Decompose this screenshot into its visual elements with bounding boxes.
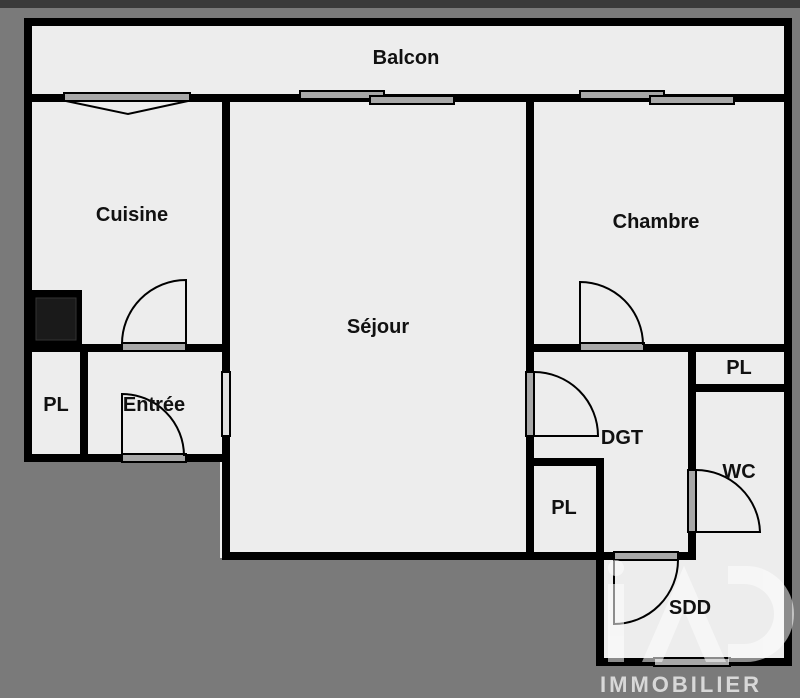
door-dgt-swing <box>533 371 600 437</box>
label-pl-right-top: PL <box>726 357 752 379</box>
door-entree-leaf <box>121 453 187 463</box>
window-sejour-2 <box>369 95 455 105</box>
door-entree-swing <box>121 392 185 457</box>
door-wc-leaf <box>687 469 697 533</box>
door-chambre-leaf <box>579 342 645 352</box>
top-border <box>0 0 800 8</box>
window-kitchen-opening <box>65 100 189 116</box>
label-sejour: Séjour <box>347 316 409 338</box>
label-chambre: Chambre <box>613 211 700 233</box>
pl-middle-wall <box>526 458 604 560</box>
label-cuisine: Cuisine <box>96 204 168 226</box>
label-dgt: DGT <box>601 427 643 449</box>
door-kitchen-leaf <box>121 342 187 352</box>
door-wc-swing <box>695 469 762 533</box>
watermark-logo <box>608 560 794 662</box>
label-balcon: Balcon <box>373 47 440 69</box>
windows <box>63 90 735 105</box>
label-pl-middle: PL <box>551 497 577 519</box>
label-entree: Entrée <box>123 394 185 416</box>
door-sdd-leaf <box>613 551 679 561</box>
doors <box>120 278 762 667</box>
watermark-subtitle: IMMOBILIER <box>600 672 762 697</box>
door-kitchen-swing <box>120 278 187 346</box>
label-pl-left: PL <box>43 394 69 416</box>
door-chambre-swing <box>579 280 644 346</box>
label-sdd: SDD <box>669 597 711 619</box>
door-dgt-leaf <box>525 371 535 437</box>
window-chambre-2 <box>649 95 735 105</box>
window-kitchen <box>63 92 191 102</box>
label-wc: WC <box>722 461 755 483</box>
kitchen-appliance-inner <box>35 297 77 341</box>
door-sejour-leaf <box>221 371 231 437</box>
